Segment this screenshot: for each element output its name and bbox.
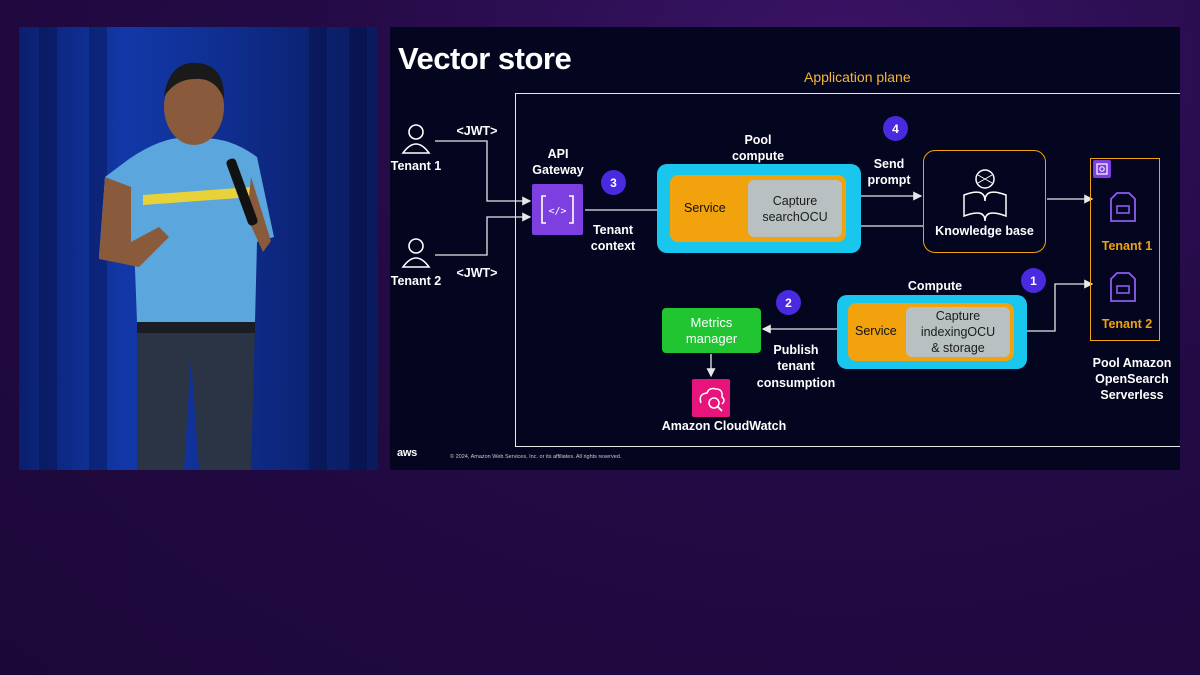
speaker-video	[19, 27, 378, 470]
pool-service-label: Service	[684, 201, 726, 215]
capture-indexing-ocu-box: Capture indexingOCU & storage	[906, 307, 1010, 357]
tenant1-jwt-label: <JWT>	[456, 124, 498, 138]
send-prompt-line2: prompt	[867, 173, 911, 187]
application-plane-box	[515, 93, 1180, 447]
capture-indexing-line2: indexingOCU	[920, 325, 996, 339]
tenant1-index-icon	[1110, 192, 1136, 222]
tenant2-index-icon	[1110, 272, 1136, 302]
publish-line3: consumption	[756, 376, 836, 390]
oss-label-line1: Pool Amazon	[1092, 356, 1172, 370]
compute-title: Compute	[907, 279, 963, 293]
api-gateway-label-line2: Gateway	[532, 163, 584, 177]
oss-label-line3: Serverless	[1100, 388, 1164, 402]
opensearch-pool-box	[1090, 158, 1160, 341]
tenant-context-line1: Tenant	[592, 223, 634, 237]
publish-line2: tenant	[777, 359, 815, 373]
aws-logo: aws	[397, 447, 417, 459]
compute-service-label: Service	[855, 324, 897, 338]
pool-compute-title-line2: compute	[731, 149, 785, 163]
oss-tenant2-label: Tenant 2	[1101, 317, 1153, 331]
step-3-badge: 3	[601, 170, 626, 195]
api-gateway-icon: </>	[532, 184, 583, 235]
oss-label-line2: OpenSearch	[1095, 372, 1169, 386]
knowledge-base-icon	[963, 169, 1007, 222]
step-2-badge: 2	[776, 290, 801, 315]
knowledge-base-label: Knowledge base	[935, 224, 1034, 238]
publish-line1: Publish	[773, 343, 819, 357]
capture-search-ocu-box: Capture searchOCU	[748, 180, 842, 237]
tenant2-user-icon	[401, 238, 431, 268]
capture-indexing-line1: Capture	[935, 309, 981, 323]
step-1-badge: 1	[1021, 268, 1046, 293]
opensearch-collection-icon	[1093, 160, 1111, 178]
connector-lines	[435, 140, 1094, 378]
pool-compute-title-line1: Pool	[744, 133, 772, 147]
presentation-slide: Vector store Application plane	[390, 27, 1180, 470]
svg-text:</>: </>	[548, 206, 566, 217]
capture-search-line1: Capture	[772, 193, 818, 208]
tenant2-jwt-label: <JWT>	[456, 266, 498, 280]
send-prompt-line1: Send	[873, 157, 905, 171]
tenant2-label: Tenant 2	[390, 274, 442, 288]
oss-tenant1-label: Tenant 1	[1101, 239, 1153, 253]
capture-indexing-line3: & storage	[931, 341, 985, 355]
speaker-figure	[99, 62, 274, 470]
cloudwatch-icon	[692, 379, 730, 417]
tenant-context-line2: context	[590, 239, 636, 253]
metrics-manager-box: Metrics manager	[662, 308, 761, 353]
copyright-text: © 2024, Amazon Web Services, Inc. or its…	[450, 454, 622, 460]
tenant1-label: Tenant 1	[390, 159, 442, 173]
tenant1-user-icon	[401, 124, 431, 154]
cloudwatch-label: Amazon CloudWatch	[661, 419, 787, 433]
metrics-manager-line1: Metrics	[690, 314, 733, 330]
capture-search-line2: searchOCU	[762, 209, 828, 224]
api-gateway-label-line1: API	[547, 147, 569, 161]
step-4-badge: 4	[883, 116, 908, 141]
knowledge-base-box	[923, 150, 1046, 253]
application-plane-label: Application plane	[804, 69, 911, 85]
slide-title: Vector store	[398, 41, 572, 76]
metrics-manager-line2: manager	[685, 330, 738, 346]
